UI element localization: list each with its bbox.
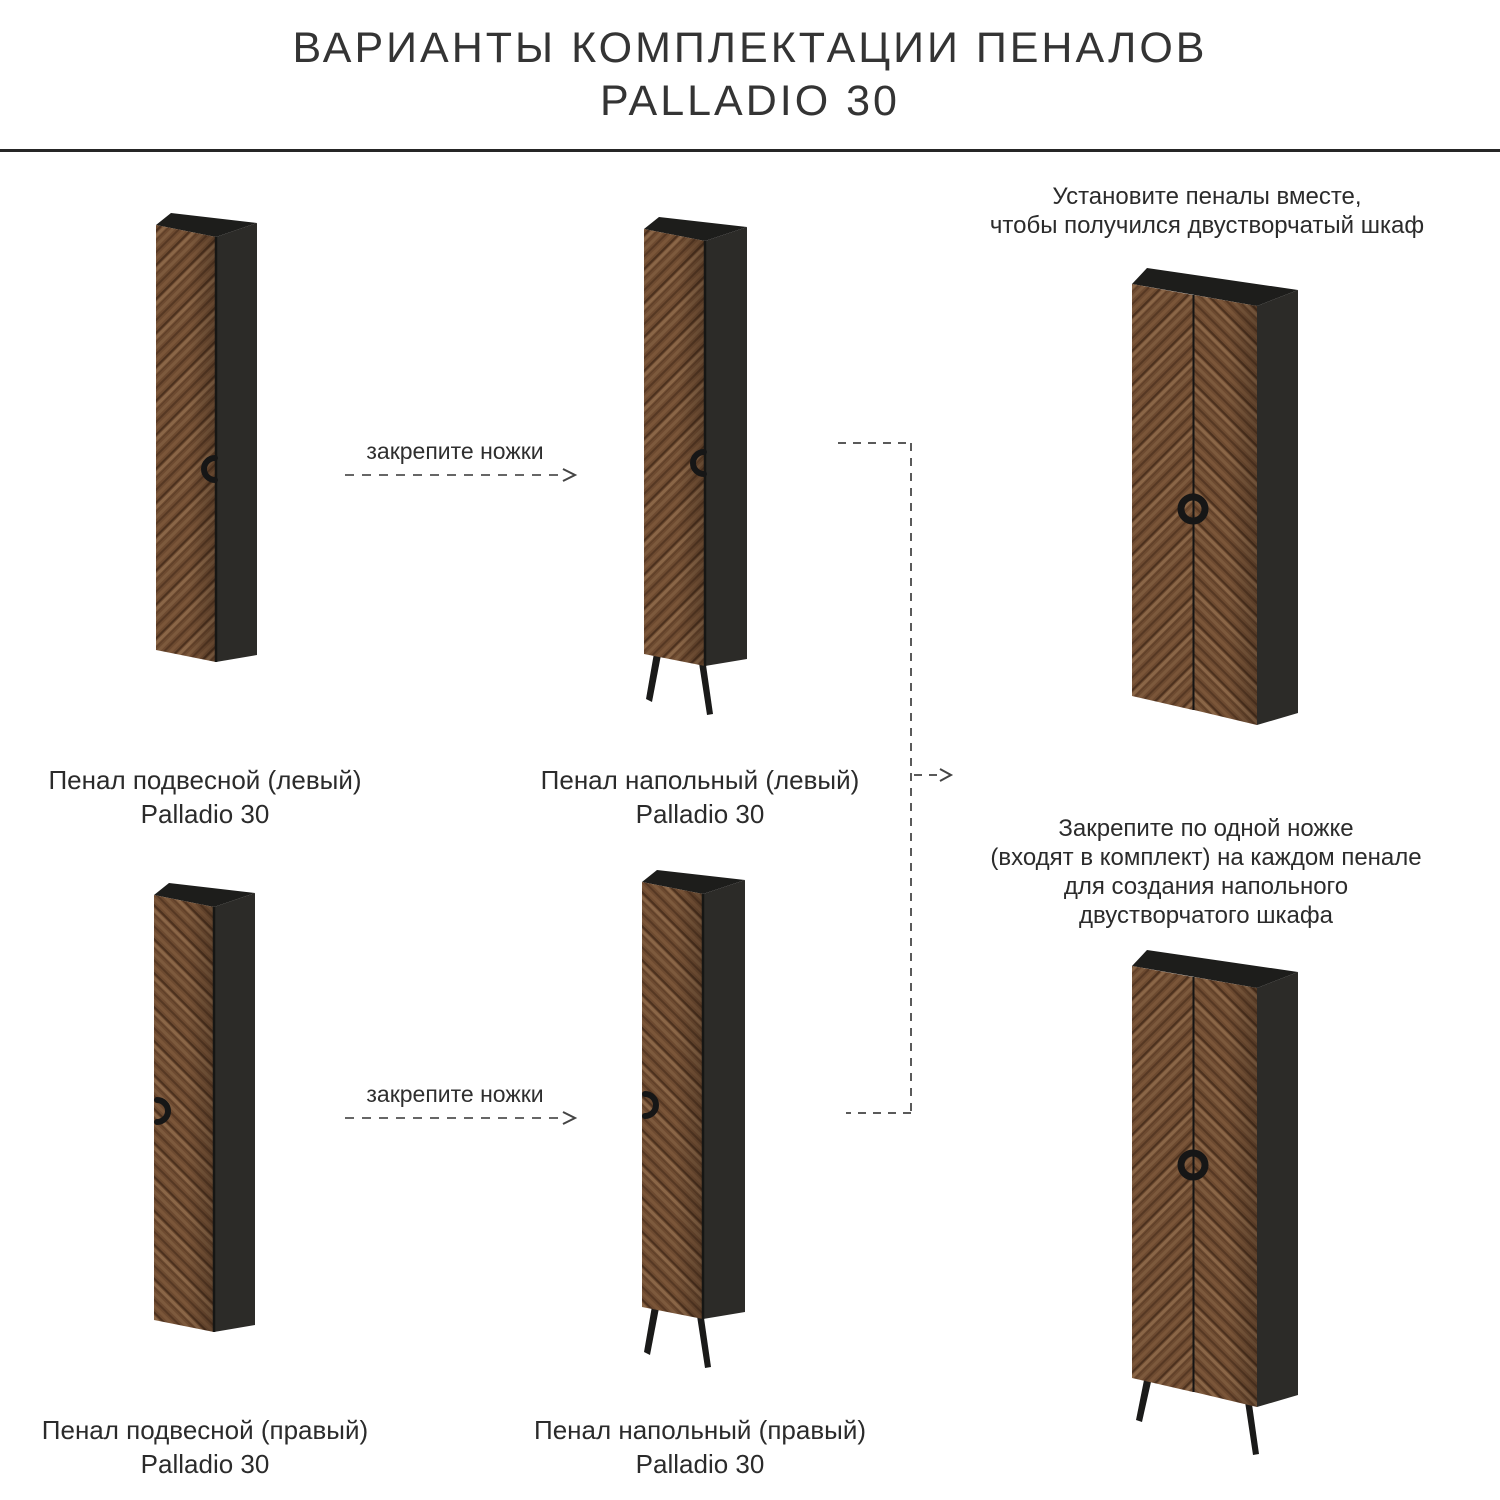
cabinet-floor-left xyxy=(644,217,747,715)
cabinet-leg xyxy=(697,1316,711,1368)
arrowhead-icon xyxy=(562,468,578,482)
cabinet-door-left xyxy=(1132,284,1193,710)
door-handle-icon xyxy=(690,449,707,477)
label-line1: Пенал напольный (левый) xyxy=(540,765,860,795)
cabinet-door-left xyxy=(1132,966,1193,1392)
cabinet-leg xyxy=(1244,1395,1259,1455)
cabinet-side-panel xyxy=(703,880,745,1319)
cabinet-leg xyxy=(646,653,661,702)
cabinet-top-panel xyxy=(154,883,255,907)
cabinet-side-panel xyxy=(214,893,255,1332)
cabinet-top-panel xyxy=(1132,950,1298,988)
attach-legs-caption-bottom: закрепите ножки xyxy=(366,1081,544,1107)
cabinet-wall-right xyxy=(154,883,255,1332)
ring-handle-icon xyxy=(1177,1149,1209,1181)
note-legs-line3: для создания напольного xyxy=(1063,873,1349,900)
title-divider xyxy=(0,149,1500,152)
note-combine-line1: Установите пеналы вместе, xyxy=(1052,183,1362,210)
attach-legs-arrow-bottom xyxy=(345,1111,578,1125)
label-line2: Palladio 30 xyxy=(140,1449,270,1479)
label-line1: Пенал подвесной (левый) xyxy=(48,765,362,795)
label-floor-right: Пенал напольный (правый) Palladio 30 xyxy=(530,1413,870,1481)
door-handle-icon xyxy=(642,1091,659,1119)
cabinet-leg xyxy=(644,1306,659,1355)
cabinet-leg xyxy=(1136,1380,1151,1422)
page-title: ВАРИАНТЫ КОМПЛЕКТАЦИИ ПЕНАЛОВ PALLADIO 3… xyxy=(0,22,1500,128)
cabinet-top-panel xyxy=(156,213,257,237)
cabinet-floor-right xyxy=(642,870,745,1368)
label-wall-right: Пенал подвесной (правый) Palladio 30 xyxy=(35,1413,375,1481)
dashed-connector xyxy=(838,442,954,1114)
cabinet-side-panel xyxy=(1257,290,1298,725)
cabinet-side-panel xyxy=(705,227,747,666)
note-legs: Закрепите по одной ножке (входят в компл… xyxy=(946,814,1466,930)
arrowhead-icon xyxy=(939,768,954,782)
door-handle-icon xyxy=(154,1097,171,1125)
note-combine-line2: чтобы получился двустворчатый шкаф xyxy=(989,212,1425,239)
label-line1: Пенал напольный (правый) xyxy=(534,1415,866,1445)
label-line2: Palladio 30 xyxy=(635,799,765,829)
note-legs-line2: (входят в комплект) на каждом пенале xyxy=(990,844,1422,871)
label-floor-left: Пенал напольный (левый) Palladio 30 xyxy=(530,763,870,831)
cabinet-leg xyxy=(699,663,713,715)
cabinet-wall-left xyxy=(156,213,257,662)
page-title-line2: PALLADIO 30 xyxy=(600,77,900,125)
cabinet-side-panel xyxy=(216,223,257,662)
cabinet-top-panel xyxy=(1132,268,1298,306)
door-handle-icon xyxy=(201,455,218,483)
cabinet-top-panel xyxy=(642,870,745,894)
cabinet-double-floor xyxy=(1132,950,1298,1455)
arrowhead-icon xyxy=(562,1111,578,1125)
label-line1: Пенал подвесной (правый) xyxy=(41,1415,369,1445)
cabinet-top-panel xyxy=(644,217,747,241)
note-legs-line1: Закрепите по одной ножке xyxy=(1058,815,1354,842)
label-line2: Palladio 30 xyxy=(140,799,270,829)
page-title-line1: ВАРИАНТЫ КОМПЛЕКТАЦИИ ПЕНАЛОВ xyxy=(292,24,1208,72)
note-combine: Установите пеналы вместе, чтобы получилс… xyxy=(932,182,1482,240)
attach-legs-caption-top: закрепите ножки xyxy=(366,438,544,464)
cabinet-double-wall xyxy=(1132,268,1298,725)
attach-legs-arrow-top xyxy=(345,468,578,482)
cabinet-side-panel xyxy=(1257,972,1298,1407)
label-line2: Palladio 30 xyxy=(635,1449,765,1479)
note-legs-line4: двустворчатого шкафа xyxy=(1079,902,1333,929)
ring-handle-icon xyxy=(1177,493,1209,525)
label-wall-left: Пенал подвесной (левый) Palladio 30 xyxy=(35,763,375,831)
